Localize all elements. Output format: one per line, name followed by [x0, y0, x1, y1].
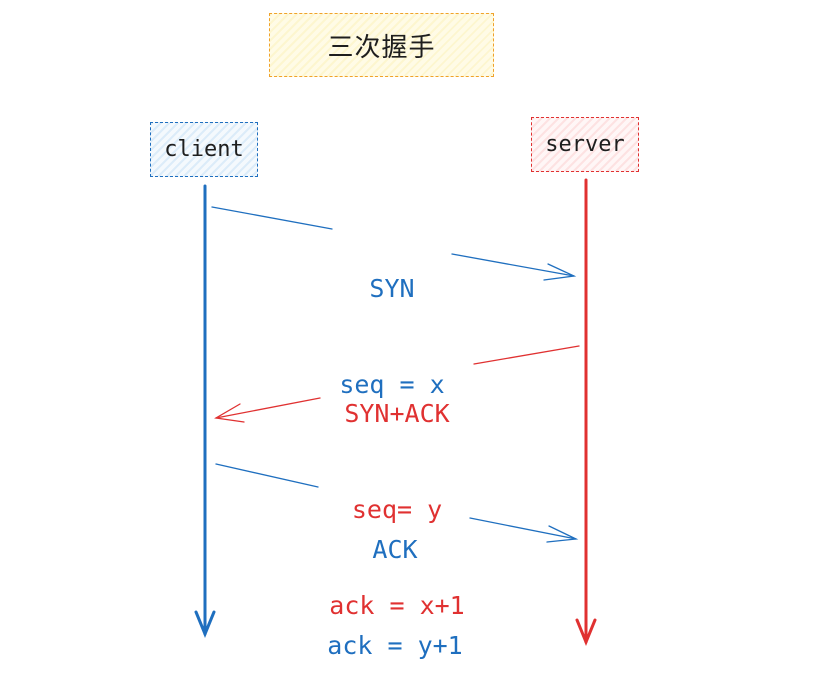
- syn-message-line: seq = x: [339, 370, 445, 399]
- ack-arrow: [215, 463, 579, 543]
- syn-ack-message: SYN+ACK seq= y ack = x+1: [329, 334, 464, 654]
- title-box: 三次握手: [269, 13, 494, 77]
- server-lifeline: [575, 178, 597, 646]
- syn-ack-message-line: SYN+ACK: [344, 399, 450, 428]
- syn-ack-message-line: ack = x+1: [329, 591, 465, 620]
- diagram-title: 三次握手: [327, 32, 436, 63]
- server-label: server: [545, 132, 625, 157]
- sequence-diagram-lines: [194, 178, 597, 646]
- client-label: client: [164, 137, 244, 162]
- syn-message-line: SYN: [369, 274, 415, 303]
- syn-arrow: [211, 206, 577, 281]
- syn-ack-arrow: [214, 345, 580, 423]
- ack-message-line: ACK: [372, 535, 418, 564]
- ack-message-line: ack = y+1: [327, 631, 463, 660]
- syn-message: SYN seq = x: [339, 209, 444, 433]
- client-lifeline: [194, 184, 216, 638]
- client-box: client: [150, 122, 258, 177]
- ack-message: ACK ack = y+1: [327, 470, 462, 694]
- syn-ack-message-line: seq= y: [351, 495, 443, 524]
- server-box: server: [531, 117, 639, 172]
